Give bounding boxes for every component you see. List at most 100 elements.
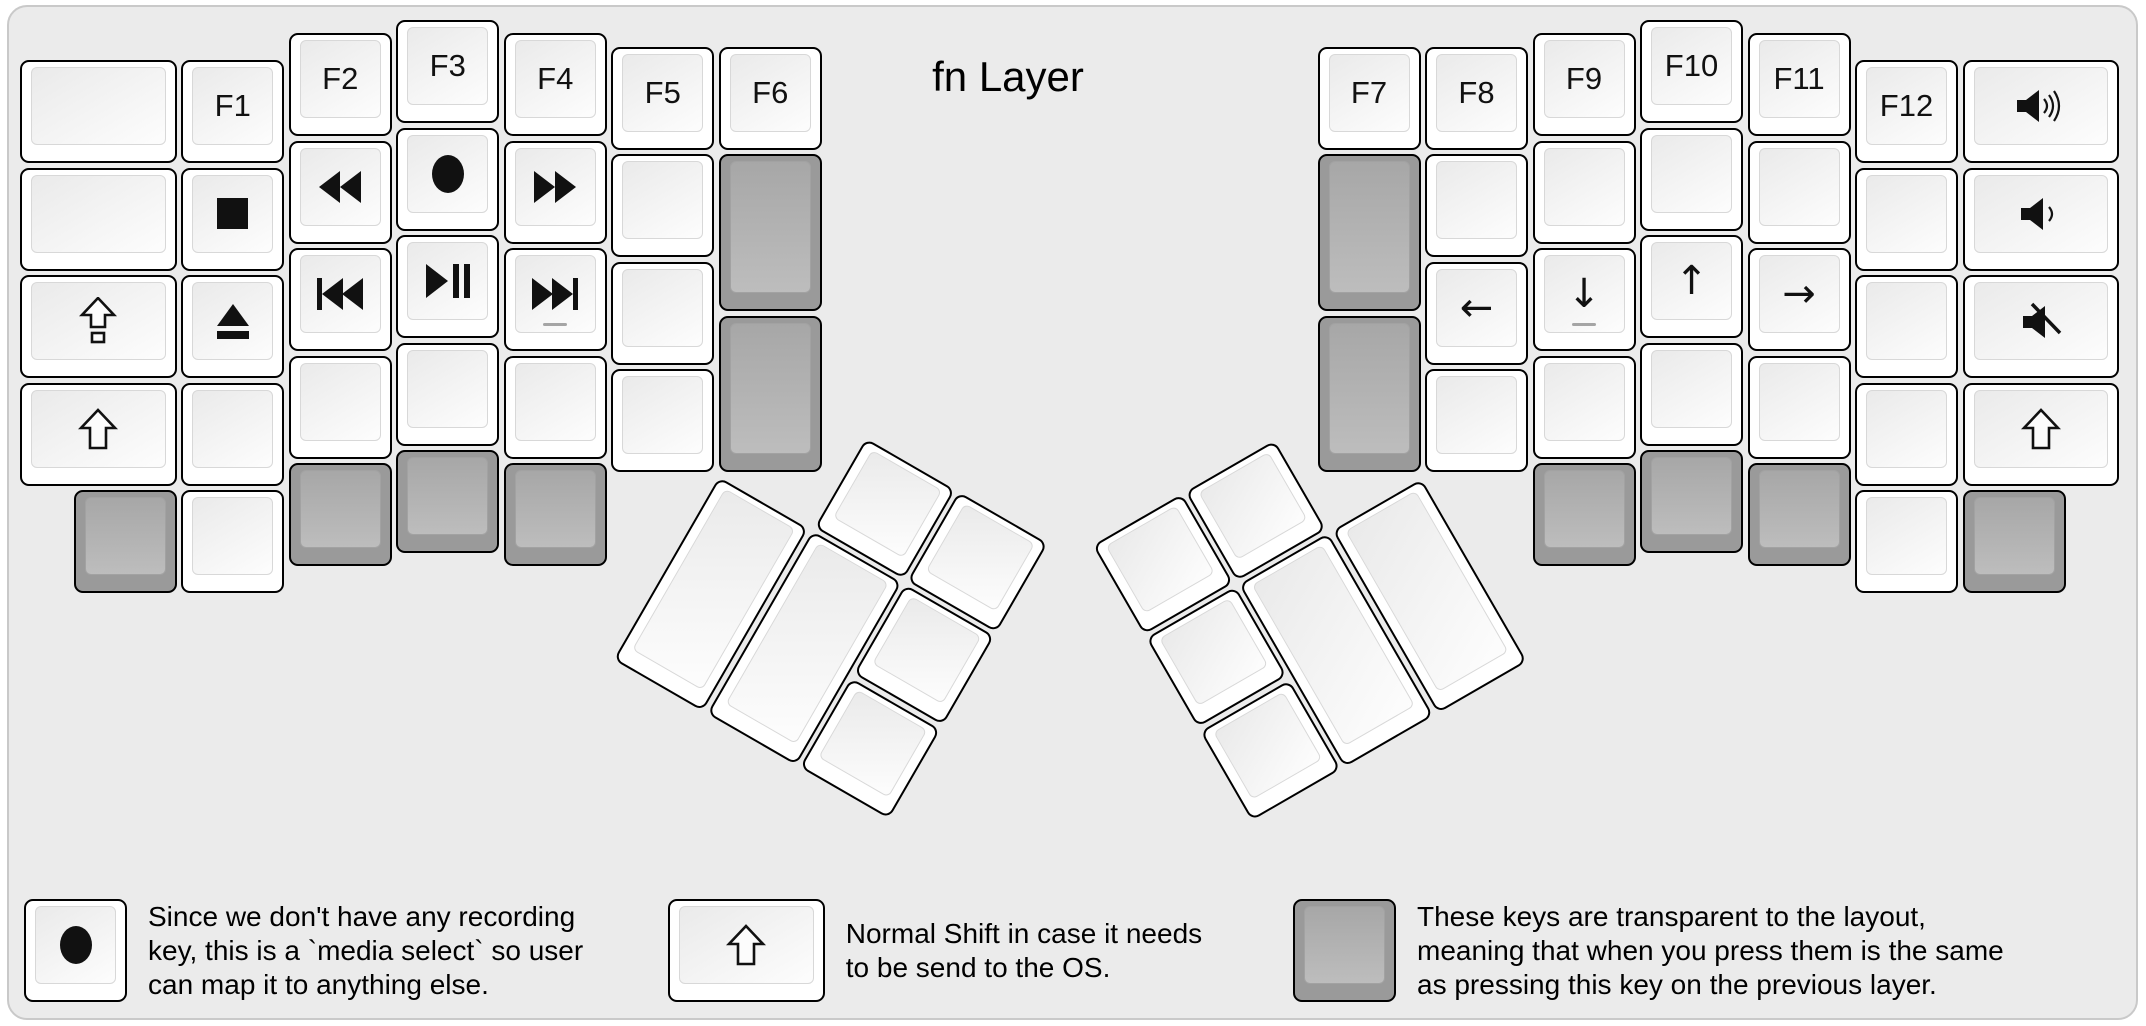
key-arrow-down: ↓ [1532, 248, 1636, 352]
key-transparent [1747, 463, 1851, 567]
key-blank [611, 261, 715, 365]
key-f2: F2 [288, 33, 392, 137]
key-label: F7 [1350, 74, 1388, 110]
key-play-pause [396, 235, 500, 338]
key-media-select-record [396, 127, 500, 231]
legend-item-normal-shift: Normal Shift in case it needs to be send… [668, 897, 1202, 1004]
key-arrow-up: ↑ [1640, 235, 1744, 338]
legend-shift-key [668, 899, 825, 1002]
key-caps-lock [20, 275, 177, 379]
key-f11: F11 [1747, 33, 1851, 137]
key-label: F11 [1773, 61, 1825, 97]
key-transparent [288, 463, 392, 567]
key-next-track [503, 248, 607, 352]
key-arrow-left: ← [1425, 261, 1529, 365]
play-pause-icon [425, 264, 470, 298]
key-transparent [1317, 315, 1421, 473]
key-eject [181, 275, 285, 379]
volume-up-icon [2015, 88, 2067, 124]
key-blank [1532, 140, 1636, 244]
shift-icon [726, 924, 767, 966]
key-prev-track [288, 248, 392, 352]
key-label: ↑ [1674, 258, 1709, 304]
key-blank [1532, 355, 1636, 459]
key-label: F8 [1458, 74, 1495, 110]
key-label: F3 [429, 48, 466, 83]
next-track-icon [532, 278, 579, 311]
caps-lock-icon [78, 297, 118, 345]
key-f1: F1 [181, 60, 285, 164]
shift-icon [78, 407, 119, 450]
key-transparent [503, 463, 607, 567]
key-blank [611, 154, 715, 258]
key-blank [1855, 167, 1959, 271]
key-mute [1962, 275, 2120, 379]
legend-record-key [24, 899, 127, 1002]
key-transparent [1640, 450, 1744, 553]
key-label: F2 [322, 61, 359, 97]
key-label: F12 [1879, 88, 1934, 124]
key-label: F6 [752, 74, 789, 110]
legend-item-transparent-keys: These keys are transparent to the layout… [1293, 897, 2004, 1004]
fast-forward-icon [534, 170, 577, 203]
key-blank [1425, 369, 1529, 473]
stop-icon [217, 198, 249, 230]
key-label: → [1782, 271, 1816, 318]
key-blank [181, 382, 285, 486]
key-label: ↓ [1567, 271, 1601, 318]
volume-down-icon [2019, 196, 2063, 232]
key-blank [1855, 275, 1959, 379]
key-label: ← [1459, 284, 1494, 331]
key-f12: F12 [1855, 60, 1959, 164]
key-transparent [718, 315, 822, 473]
key-blank [1747, 355, 1851, 459]
key-shift-right [1962, 382, 2120, 486]
key-arrow-right: → [1747, 248, 1851, 352]
key-f10: F10 [1640, 20, 1744, 123]
key-blank [503, 355, 607, 459]
key-f5: F5 [611, 46, 715, 150]
key-fast-forward [503, 140, 607, 244]
key-volume-up [1962, 60, 2120, 164]
legend-text: These keys are transparent to the layout… [1417, 900, 2004, 1000]
key-transparent [718, 154, 822, 312]
rewind-icon [319, 170, 362, 203]
layer-title: fn Layer [932, 53, 1084, 100]
key-f7: F7 [1317, 46, 1421, 150]
key-label: F4 [537, 61, 574, 97]
key-blank [1747, 140, 1851, 244]
shift-icon [2020, 407, 2061, 450]
key-volume-down [1962, 167, 2120, 271]
key-blank [1640, 342, 1744, 446]
key-shift-left [20, 382, 177, 486]
legend-transparent-key [1293, 899, 1396, 1002]
key-f8: F8 [1425, 46, 1529, 150]
key-blank [611, 369, 715, 473]
key-blank [20, 60, 177, 164]
eject-icon [215, 303, 251, 340]
key-label: F10 [1664, 48, 1719, 83]
key-blank [181, 490, 285, 594]
key-f3: F3 [396, 20, 500, 123]
record-icon [58, 925, 94, 965]
key-stop [181, 167, 285, 271]
key-blank [1855, 490, 1959, 594]
key-transparent [1317, 154, 1421, 312]
key-label: F5 [644, 74, 681, 110]
key-f4: F4 [503, 33, 607, 137]
legend-item-media-select: Since we don't have any recording key, t… [24, 897, 583, 1004]
key-blank [288, 355, 392, 459]
homing-bar [1572, 323, 1597, 327]
key-transparent [73, 490, 177, 594]
legend-text: Since we don't have any recording key, t… [148, 900, 584, 1000]
key-transparent [1962, 490, 2066, 594]
key-transparent [396, 450, 500, 553]
key-blank [396, 342, 500, 446]
key-f9: F9 [1532, 33, 1636, 137]
key-transparent [1532, 463, 1636, 567]
homing-bar [543, 323, 568, 327]
key-blank [1425, 154, 1529, 258]
key-f6: F6 [718, 46, 822, 150]
key-blank [20, 167, 177, 271]
key-blank [1855, 382, 1959, 486]
